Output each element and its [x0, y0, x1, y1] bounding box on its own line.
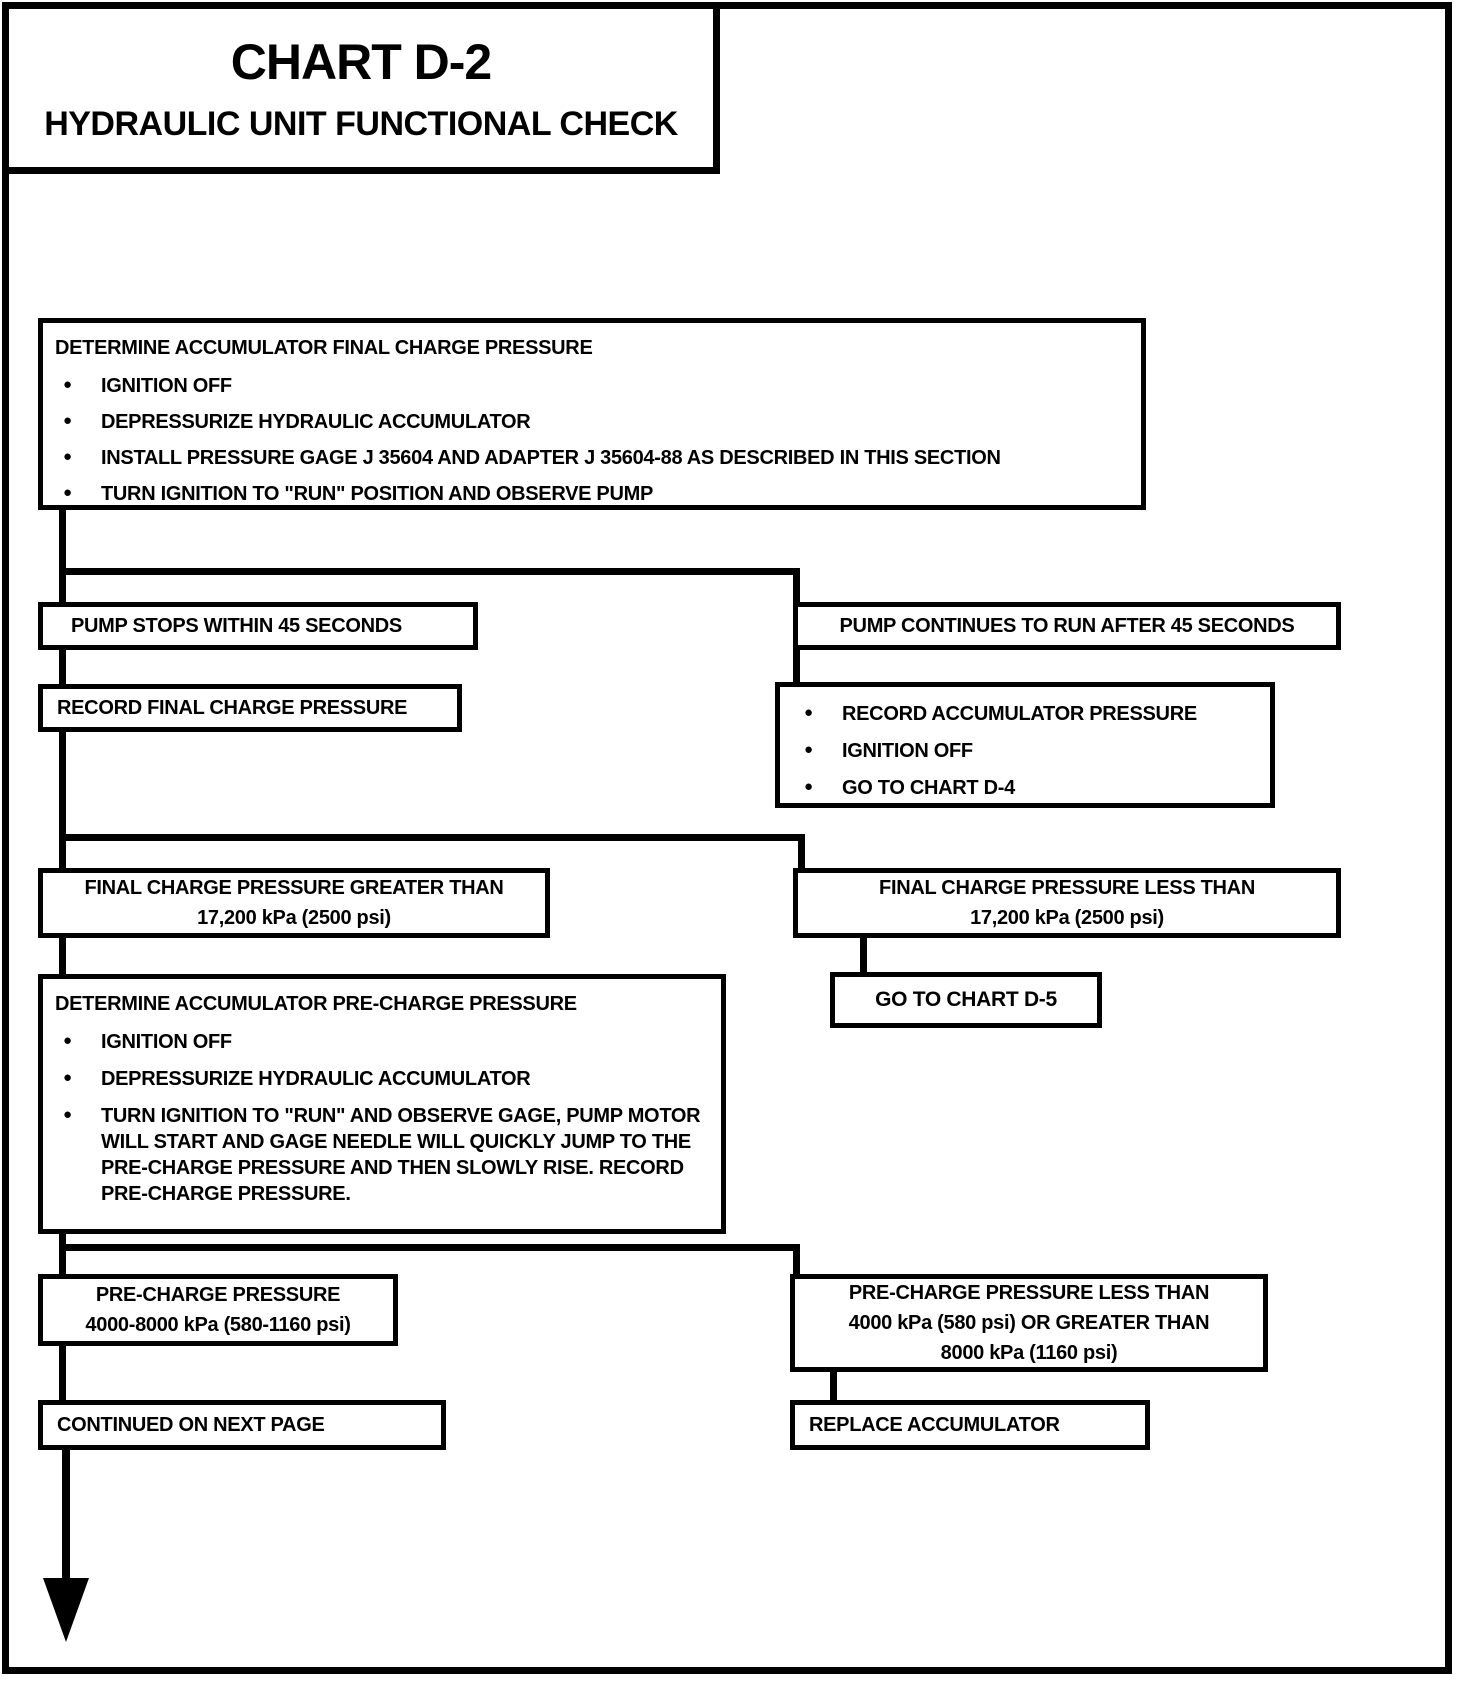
node-label-line3: 8000 kPa (1160 psi) — [940, 1342, 1118, 1364]
bullet-icon: ● — [63, 1069, 72, 1086]
node-determine-precharge-pressure: DETERMINE ACCUMULATOR PRE-CHARGE PRESSUR… — [38, 974, 726, 1234]
chart-subtitle: HYDRAULIC UNIT FUNCTIONAL CHECK — [44, 104, 678, 143]
list-item: ● IGNITION OFF — [796, 738, 1260, 764]
connector-line — [793, 568, 800, 604]
chart-title: CHART D-2 — [230, 33, 492, 90]
node-precharge-out-of-range: PRE-CHARGE PRESSURE LESS THAN 4000 kPa (… — [790, 1274, 1268, 1372]
node-pump-continues-actions: ● RECORD ACCUMULATOR PRESSURE ● IGNITION… — [775, 682, 1275, 808]
connector-line — [59, 732, 66, 868]
bullet-text: IGNITION OFF — [101, 1031, 232, 1053]
connector-line — [59, 1244, 800, 1251]
bullet-icon: ● — [63, 448, 72, 465]
list-item: ● GO TO CHART D-4 — [796, 775, 1260, 801]
node-precharge-in-range: PRE-CHARGE PRESSURE 4000-8000 kPa (580-1… — [38, 1274, 398, 1346]
bullet-icon: ● — [804, 704, 813, 721]
list-item: ● TURN IGNITION TO "RUN" POSITION AND OB… — [55, 481, 1125, 507]
bullet-text: TURN IGNITION TO "RUN" POSITION AND OBSE… — [101, 483, 654, 505]
node-label: CONTINUED ON NEXT PAGE — [57, 1414, 325, 1436]
down-arrow-icon — [43, 1578, 89, 1642]
list-item: ● IGNITION OFF — [55, 1029, 705, 1055]
connector-line — [59, 650, 66, 684]
node-record-final-charge: RECORD FINAL CHARGE PRESSURE — [38, 684, 462, 732]
node-heading: DETERMINE ACCUMULATOR FINAL CHARGE PRESS… — [55, 337, 593, 359]
bullet-text: IGNITION OFF — [101, 375, 232, 397]
node-pump-stops: PUMP STOPS WITHIN 45 SECONDS — [38, 602, 478, 650]
list-item: ● IGNITION OFF — [55, 373, 1125, 399]
bullet-text: DEPRESSURIZE HYDRAULIC ACCUMULATOR — [101, 1068, 531, 1090]
connector-line — [793, 650, 800, 682]
node-continued-next-page: CONTINUED ON NEXT PAGE — [38, 1400, 446, 1450]
continue-arrow-shaft — [62, 1450, 70, 1580]
node-go-to-chart-d5: GO TO CHART D-5 — [830, 972, 1102, 1028]
bullet-icon: ● — [63, 376, 72, 393]
node-label-line1: FINAL CHARGE PRESSURE LESS THAN — [879, 877, 1255, 899]
node-final-charge-greater: FINAL CHARGE PRESSURE GREATER THAN 17,20… — [38, 868, 550, 938]
connector-line — [798, 834, 805, 868]
node-label-line1: FINAL CHARGE PRESSURE GREATER THAN — [84, 877, 504, 899]
node-label: RECORD FINAL CHARGE PRESSURE — [57, 697, 408, 719]
list-item: ● INSTALL PRESSURE GAGE J 35604 AND ADAP… — [55, 445, 1125, 471]
bullet-icon: ● — [804, 778, 813, 795]
bullet-text: RECORD ACCUMULATOR PRESSURE — [842, 703, 1197, 725]
bullet-icon: ● — [804, 741, 813, 758]
connector-line — [59, 1234, 66, 1274]
connector-line — [59, 1346, 66, 1400]
node-label-line2: 17,200 kPa (2500 psi) — [197, 907, 391, 929]
connector-line — [59, 938, 66, 974]
bullet-icon: ● — [63, 484, 72, 501]
list-item: ● RECORD ACCUMULATOR PRESSURE — [796, 701, 1260, 727]
bullet-text: INSTALL PRESSURE GAGE J 35604 AND ADAPTE… — [101, 447, 1001, 469]
list-item: ● DEPRESSURIZE HYDRAULIC ACCUMULATOR — [55, 409, 1125, 435]
node-final-charge-less: FINAL CHARGE PRESSURE LESS THAN 17,200 k… — [793, 868, 1341, 938]
bullet-text: TURN IGNITION TO "RUN" AND OBSERVE GAGE,… — [101, 1105, 701, 1205]
bullet-text: IGNITION OFF — [842, 740, 973, 762]
bullet-icon: ● — [63, 1032, 72, 1049]
node-label-line2: 4000 kPa (580 psi) OR GREATER THAN — [848, 1312, 1210, 1334]
node-label-line1: PRE-CHARGE PRESSURE — [95, 1284, 341, 1306]
bullet-text: GO TO CHART D-4 — [842, 777, 1015, 799]
connector-line — [59, 508, 66, 604]
connector-line — [59, 568, 800, 575]
connector-line — [860, 938, 867, 972]
list-item: ● TURN IGNITION TO "RUN" AND OBSERVE GAG… — [55, 1103, 705, 1207]
node-heading: DETERMINE ACCUMULATOR PRE-CHARGE PRESSUR… — [55, 993, 577, 1015]
bullet-text: DEPRESSURIZE HYDRAULIC ACCUMULATOR — [101, 411, 531, 433]
node-label-line2: 4000-8000 kPa (580-1160 psi) — [85, 1314, 351, 1336]
bullet-icon: ● — [63, 412, 72, 429]
node-determine-final-charge-pressure: DETERMINE ACCUMULATOR FINAL CHARGE PRESS… — [38, 318, 1146, 510]
node-label: GO TO CHART D-5 — [875, 988, 1057, 1011]
node-replace-accumulator: REPLACE ACCUMULATOR — [790, 1400, 1150, 1450]
connector-line — [59, 834, 805, 841]
node-label-line2: 17,200 kPa (2500 psi) — [970, 907, 1164, 929]
node-label: PUMP CONTINUES TO RUN AFTER 45 SECONDS — [839, 615, 1295, 637]
node-label-line1: PRE-CHARGE PRESSURE LESS THAN — [848, 1282, 1210, 1304]
connector-line — [830, 1372, 837, 1400]
bullet-icon: ● — [63, 1106, 72, 1123]
node-pump-continues: PUMP CONTINUES TO RUN AFTER 45 SECONDS — [793, 602, 1341, 650]
chart-title-box: CHART D-2 HYDRAULIC UNIT FUNCTIONAL CHEC… — [2, 2, 720, 174]
connector-line — [793, 1244, 800, 1274]
node-label: REPLACE ACCUMULATOR — [809, 1414, 1060, 1436]
node-label: PUMP STOPS WITHIN 45 SECONDS — [71, 615, 402, 637]
list-item: ● DEPRESSURIZE HYDRAULIC ACCUMULATOR — [55, 1066, 705, 1092]
